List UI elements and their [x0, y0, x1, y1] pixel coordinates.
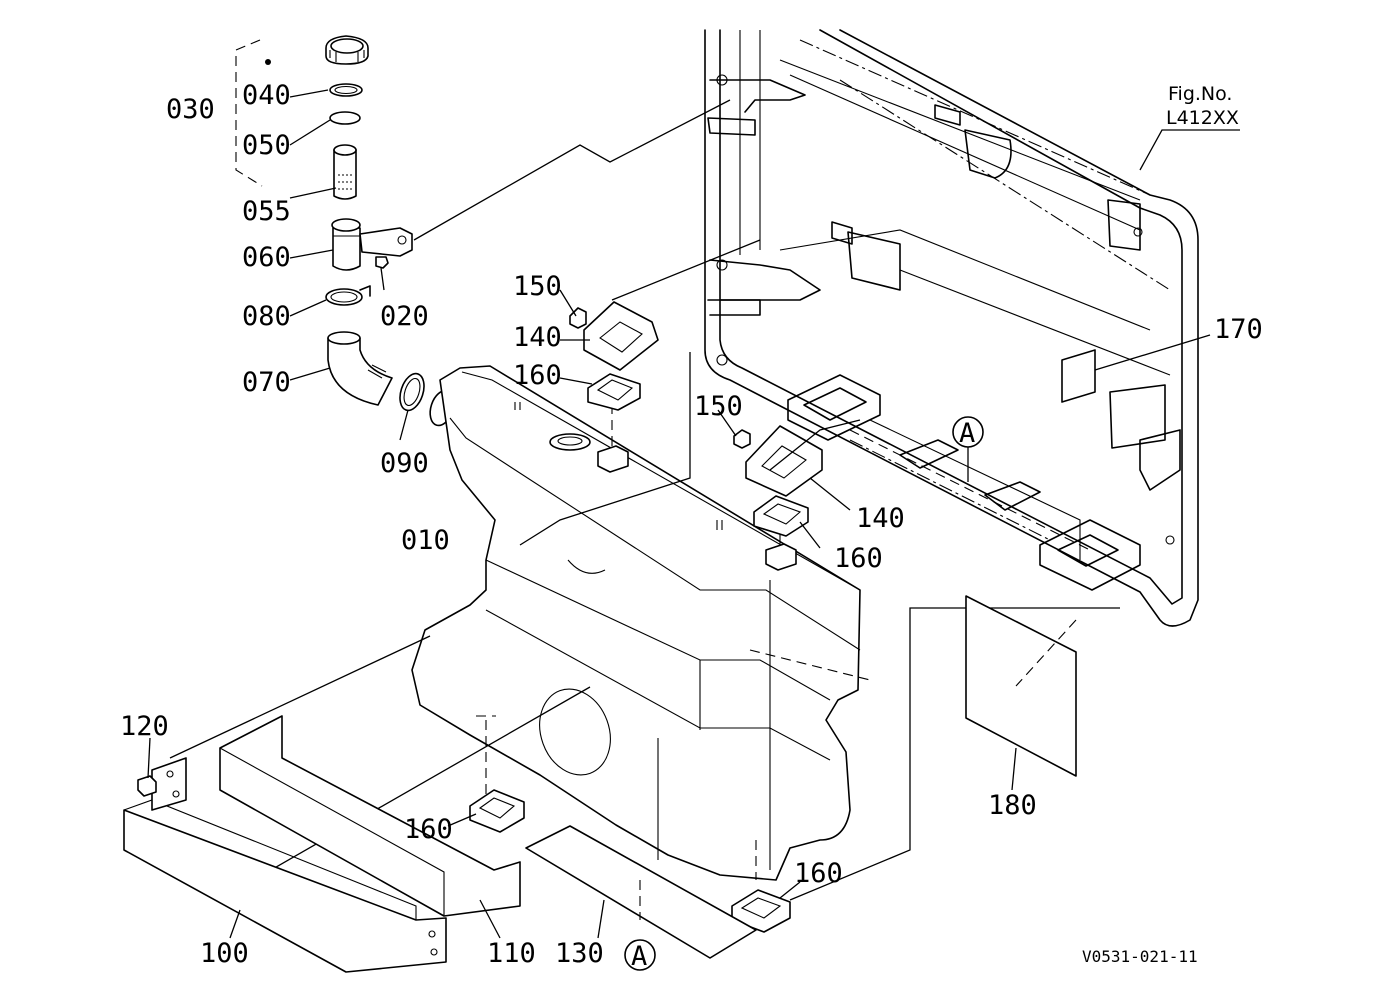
mount-pads-bottom — [469, 789, 791, 933]
label-040: 040 — [242, 80, 291, 111]
label-120: 120 — [120, 711, 169, 742]
mount-pads-left — [569, 301, 659, 411]
label-050: 050 — [242, 130, 291, 161]
label-010: 010 — [401, 525, 450, 556]
fuel-tank — [411, 365, 861, 881]
label-150b: 150 — [694, 391, 743, 422]
cab-frame — [704, 29, 1199, 627]
label-150a: 150 — [513, 271, 562, 302]
part-170-leader — [1094, 334, 1211, 371]
label-100: 100 — [200, 938, 249, 969]
label-130: 130 — [555, 938, 604, 969]
part-labels: 030 040 050 055 060 080 020 070 090 010 … — [120, 80, 1263, 972]
filler-cap-assembly — [235, 35, 455, 427]
plate-130 — [525, 825, 757, 959]
label-020: 020 — [380, 301, 429, 332]
label-160a: 160 — [513, 360, 562, 391]
label-170: 170 — [1214, 314, 1263, 345]
label-160d: 160 — [794, 858, 843, 889]
bracket-110 — [219, 715, 521, 917]
mark-a-bottom-label: A — [631, 941, 647, 972]
label-030: 030 — [166, 94, 215, 125]
filler-leaders — [289, 89, 731, 441]
label-090: 090 — [380, 448, 429, 479]
fig-number-value: L412XX — [1166, 107, 1239, 129]
label-160c: 160 — [404, 814, 453, 845]
label-160b: 160 — [834, 543, 883, 574]
mark-a-bottom-circle — [624, 939, 656, 971]
part-170-decal — [1061, 349, 1096, 403]
label-060: 060 — [242, 242, 291, 273]
fig-number-label: Fig.No. — [1168, 83, 1232, 105]
label-180: 180 — [988, 790, 1037, 821]
mount-pads-right — [733, 425, 823, 537]
drawing-code: V0531-021-11 — [1082, 947, 1198, 966]
label-140b: 140 — [856, 503, 905, 534]
part-180-panel — [965, 595, 1077, 777]
label-070: 070 — [242, 367, 291, 398]
label-110: 110 — [487, 938, 536, 969]
bolt-120 — [137, 775, 157, 797]
label-080: 080 — [242, 301, 291, 332]
mark-a-top-label: A — [959, 418, 975, 449]
label-055: 055 — [242, 196, 291, 227]
label-140a: 140 — [513, 322, 562, 353]
bracket-100 — [123, 757, 447, 973]
